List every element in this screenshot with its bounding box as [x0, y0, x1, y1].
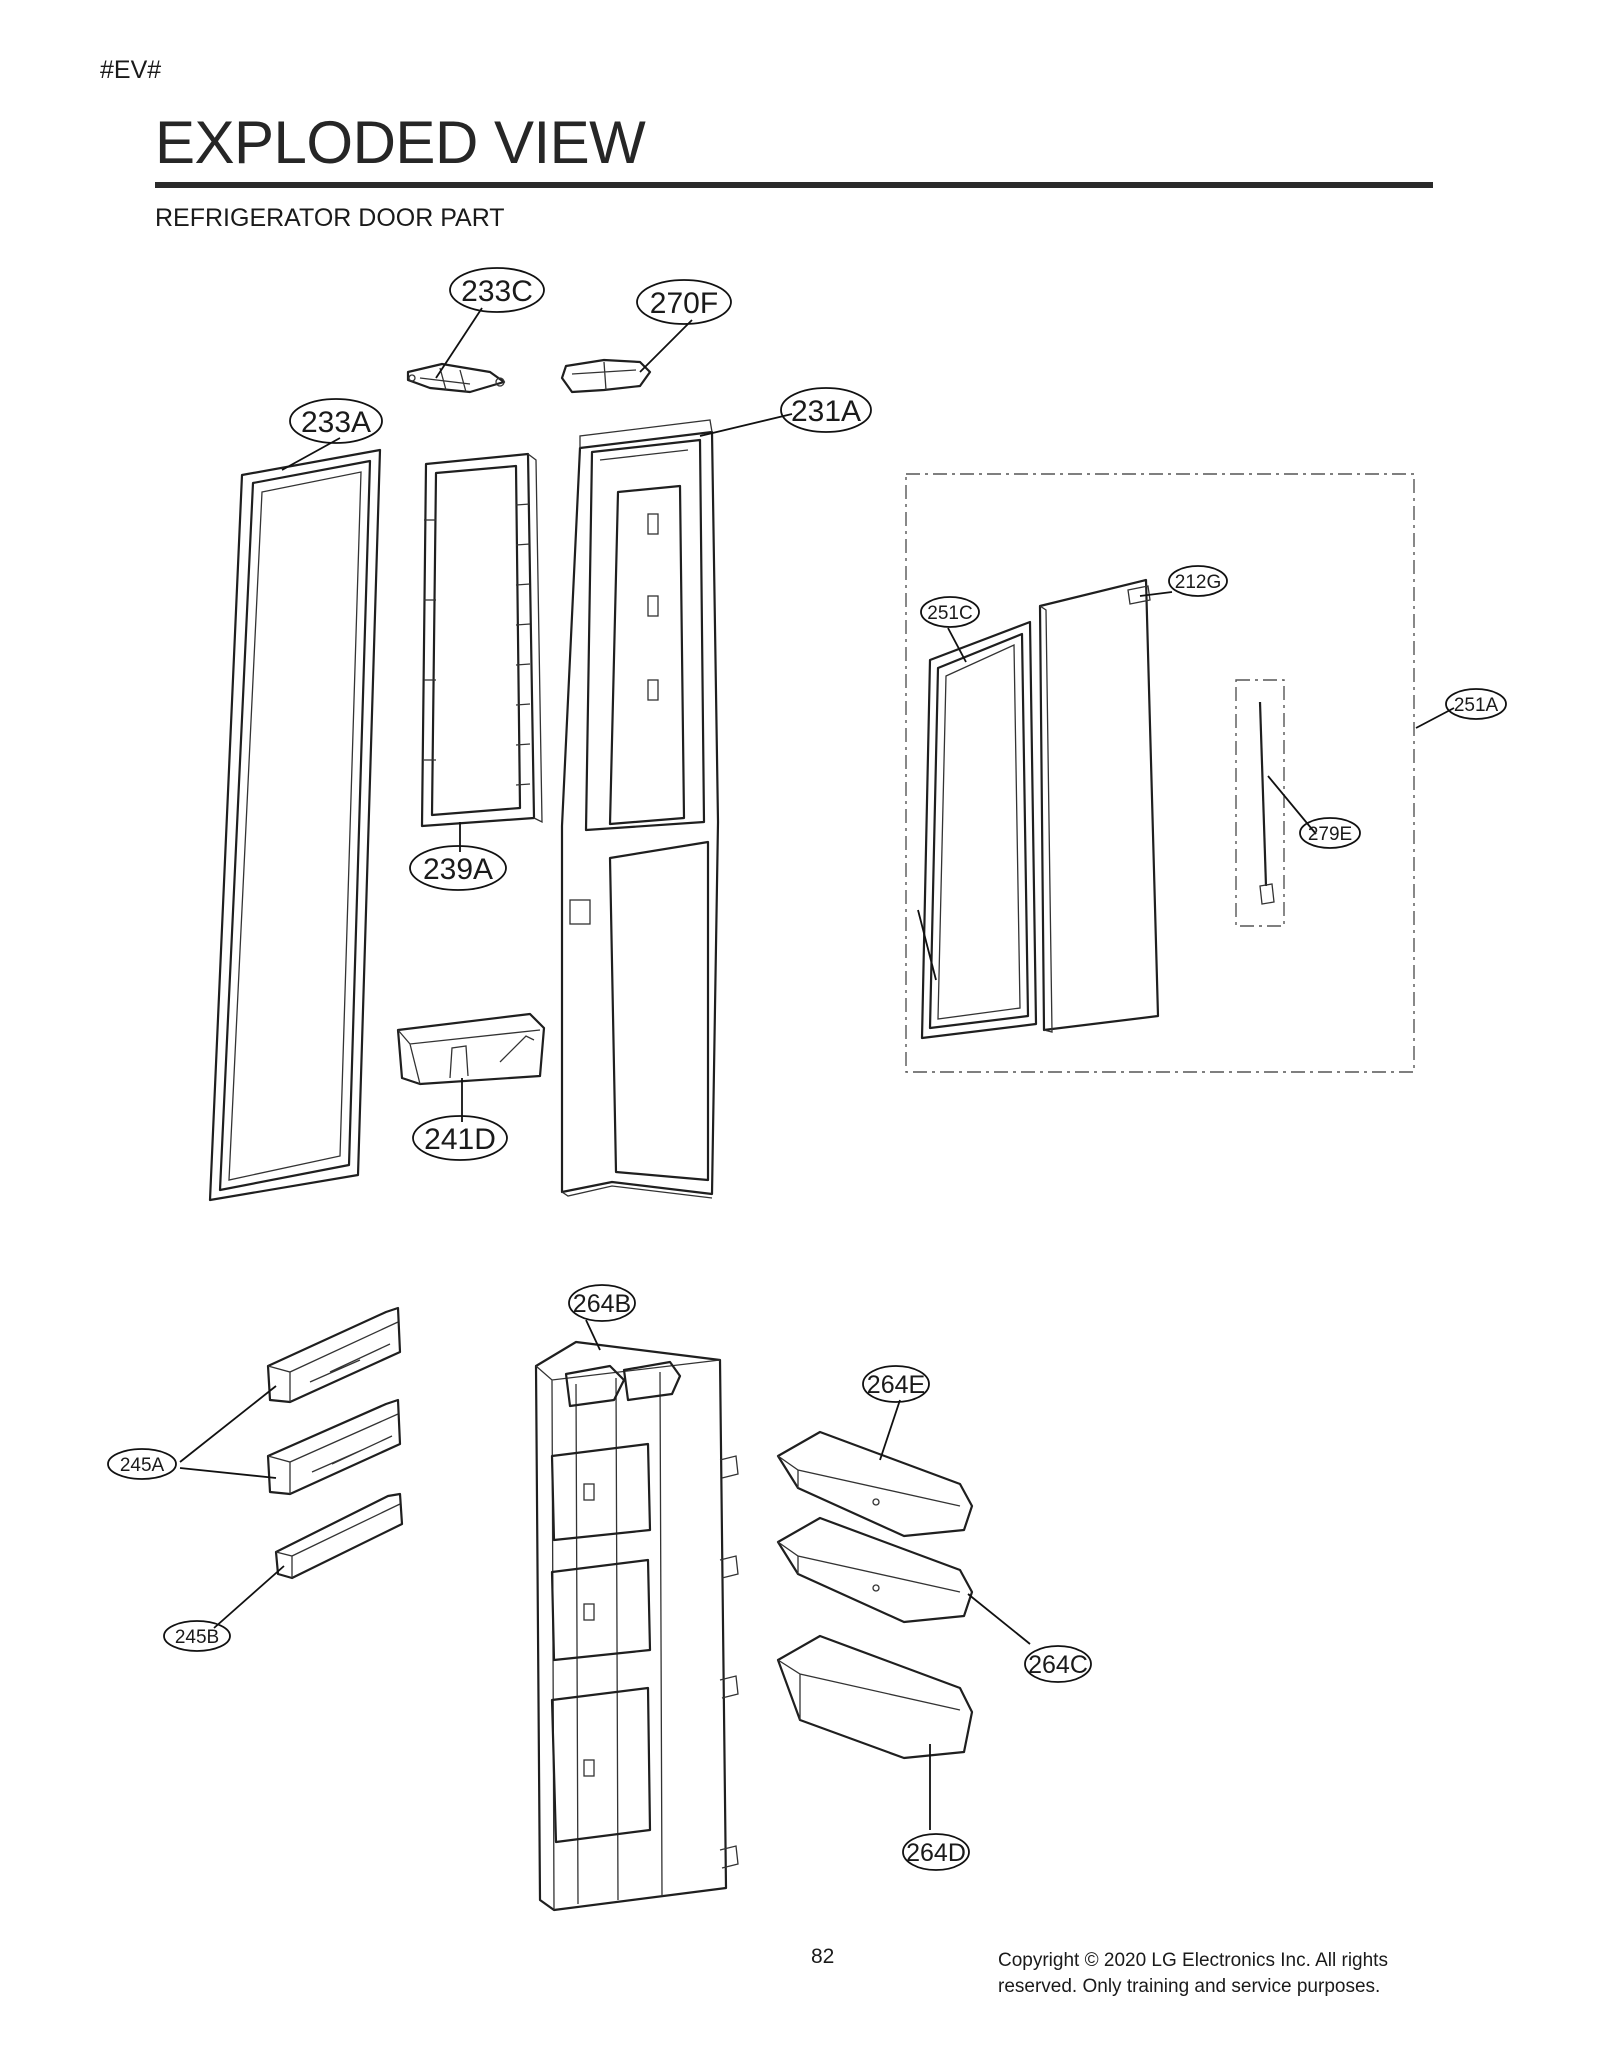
page-title: EXPLODED VIEW: [155, 109, 646, 176]
callout-239A: 239A: [409, 845, 507, 891]
callout-251C: 251C: [920, 596, 980, 628]
inset-assembly-251A: [905, 473, 1415, 1073]
callout-251A: 251A: [1445, 688, 1507, 720]
title-rule: [155, 182, 1433, 188]
svg-text:233A: 233A: [301, 406, 371, 439]
callout-231A: 231A: [780, 387, 872, 433]
callout-245B: 245B: [163, 1620, 231, 1652]
part-264D-bin: [776, 1634, 974, 1760]
leader-lines: [179, 307, 1455, 1830]
svg-text:212G: 212G: [1175, 572, 1221, 593]
svg-text:239A: 239A: [423, 853, 493, 886]
svg-text:245A: 245A: [120, 1455, 165, 1476]
part-264C-bin: [776, 1516, 974, 1624]
part-245A-shelf-middle: [266, 1398, 402, 1496]
svg-text:279E: 279E: [1308, 824, 1352, 845]
part-251C-gasket: [920, 620, 1038, 1040]
svg-text:264E: 264E: [867, 1371, 925, 1399]
callout-241D: 241D: [412, 1115, 508, 1161]
callout-212G: 212G: [1168, 565, 1228, 597]
svg-text:251A: 251A: [1454, 695, 1499, 716]
part-212G-door-panel: [1038, 578, 1160, 1033]
callout-279E: 279E: [1299, 817, 1361, 849]
callout-264C: 264C: [1024, 1645, 1092, 1683]
svg-text:231A: 231A: [791, 395, 861, 428]
copyright-notice: Copyright © 2020 LG Electronics Inc. All…: [998, 1950, 1388, 1997]
callout-245A: 245A: [107, 1448, 177, 1480]
svg-text:264D: 264D: [906, 1839, 966, 1867]
svg-text:241D: 241D: [424, 1123, 496, 1156]
part-270F-hinge-cover: [560, 358, 652, 394]
part-233C-hinge: [406, 362, 506, 394]
page-tag: #EV#: [100, 56, 162, 84]
part-231A-door-assembly: [560, 419, 720, 1199]
page-subtitle: REFRIGERATOR DOOR PART: [155, 204, 505, 232]
part-245B-shelf-lower: [274, 1492, 404, 1580]
svg-text:251C: 251C: [927, 603, 972, 624]
callout-233C: 233C: [449, 267, 545, 313]
svg-text:264B: 264B: [573, 1290, 631, 1318]
svg-text:245B: 245B: [175, 1627, 219, 1648]
part-264B-door-liner: [534, 1340, 739, 1912]
svg-text:264C: 264C: [1028, 1651, 1088, 1679]
callout-264B: 264B: [568, 1284, 636, 1322]
callout-270F: 270F: [636, 279, 732, 325]
callout-264D: 264D: [902, 1833, 970, 1871]
part-245A-shelf-upper: [266, 1306, 402, 1404]
page-number: 82: [811, 1945, 835, 1968]
part-233A-gasket: [208, 448, 382, 1202]
part-241D-bin: [396, 1012, 546, 1086]
svg-text:233C: 233C: [461, 275, 533, 308]
svg-text:270F: 270F: [650, 287, 718, 320]
callout-264E: 264E: [862, 1365, 930, 1403]
callout-233A: 233A: [289, 398, 383, 444]
part-239A-inner-frame: [420, 452, 543, 828]
part-279E-rod: [1258, 701, 1275, 905]
part-264E-bin: [776, 1430, 974, 1538]
